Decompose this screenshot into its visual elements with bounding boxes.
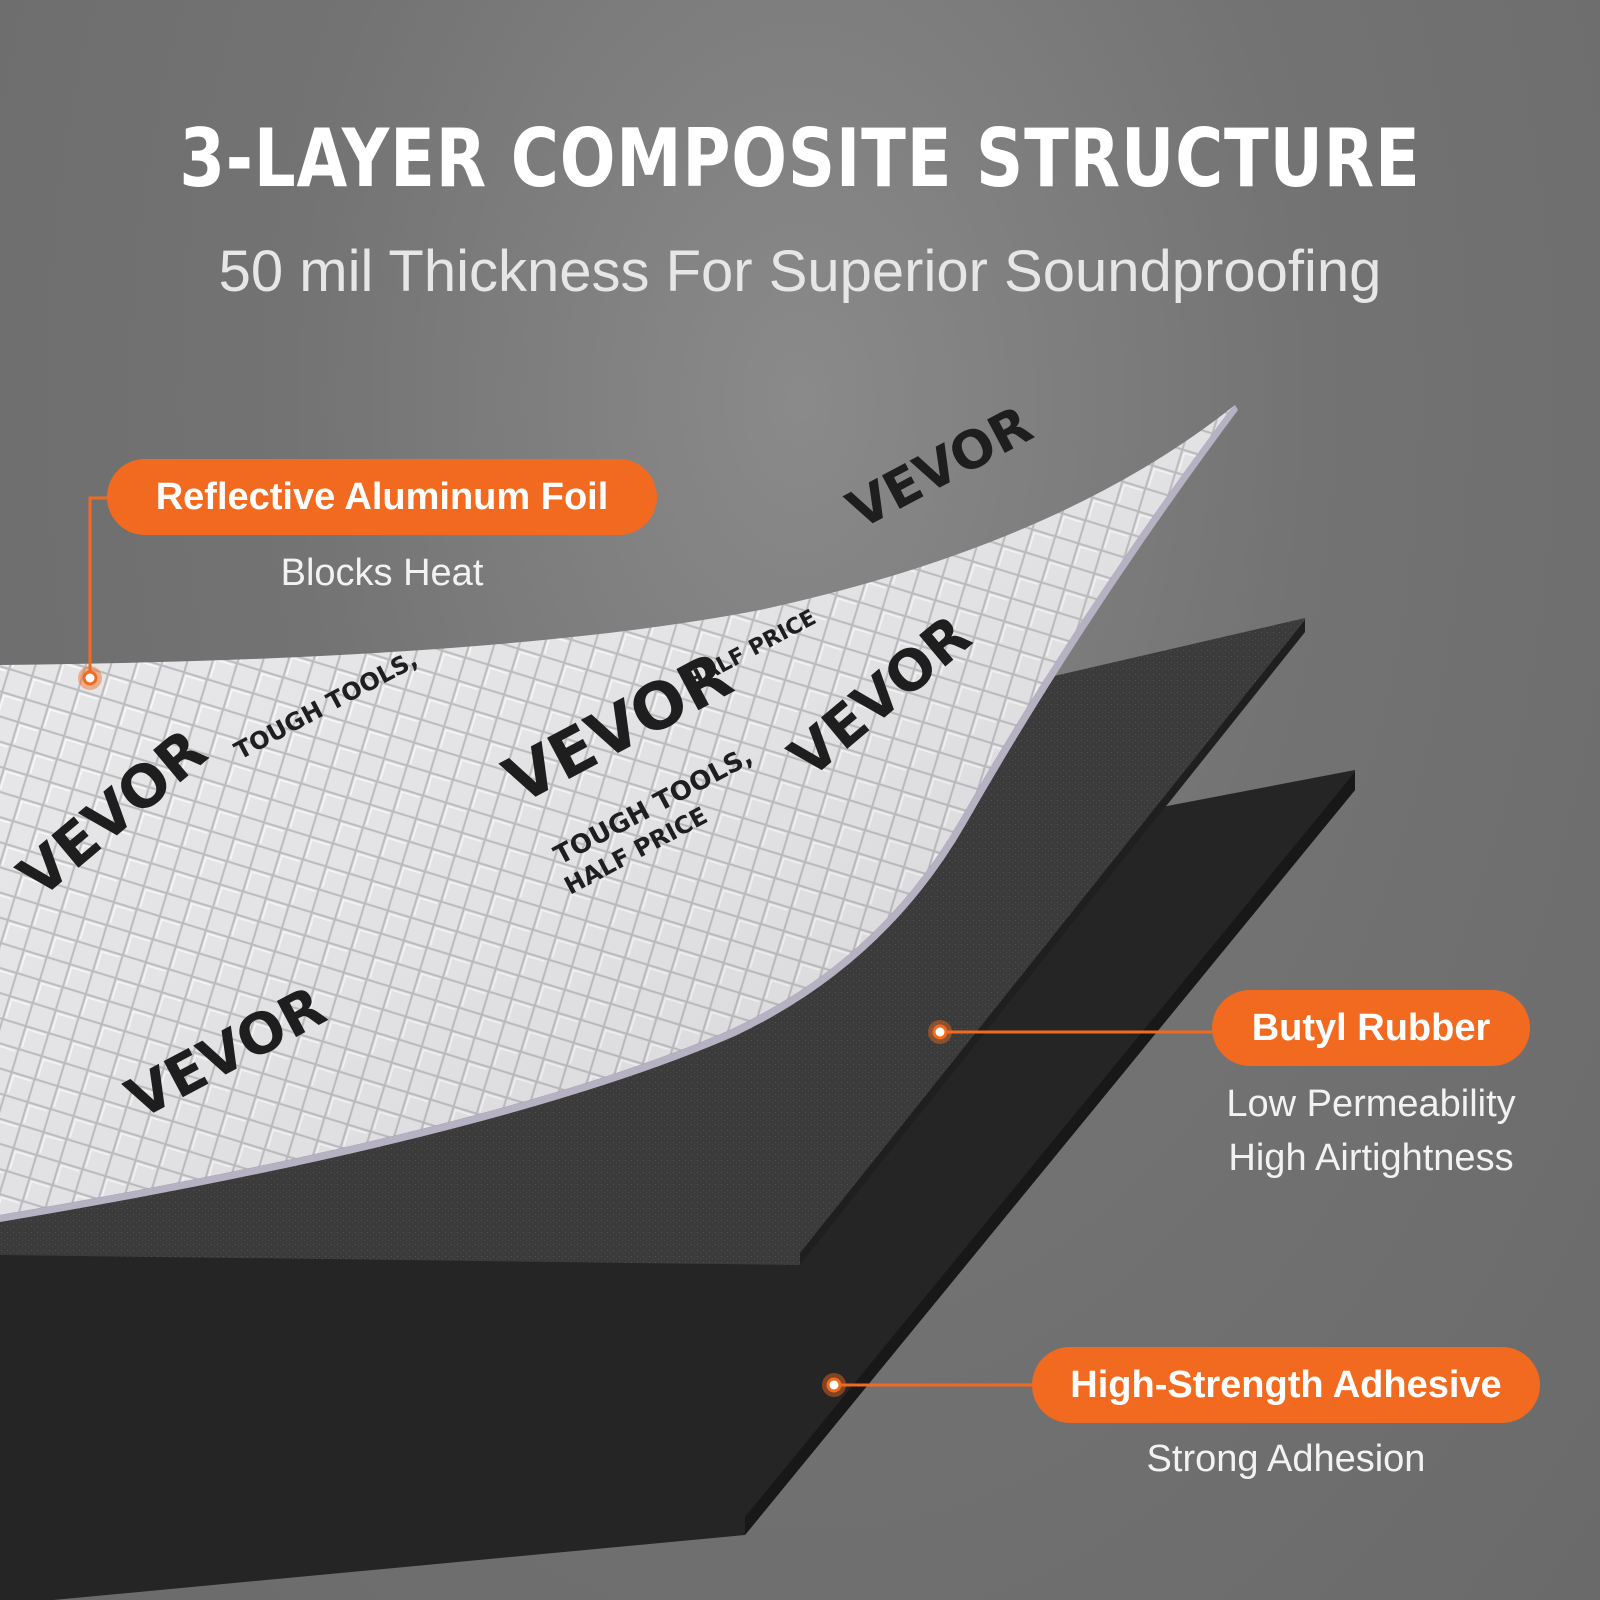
foil-description: Blocks Heat [280,552,484,594]
adhesive-label-badge: High-Strength Adhesive [1032,1347,1540,1423]
butyl-description-1: Low Permeability [1226,1083,1516,1125]
page-title: 3-LAYER COMPOSITE STRUCTURE [179,112,1421,205]
leader-dots [78,666,952,1397]
brand-print-text: VEVOR [838,395,1042,542]
butyl-label-badge: Butyl Rubber [1212,990,1530,1066]
page-subtitle: 50 mil Thickness For Superior Soundproof… [218,239,1382,304]
aluminum-foil-layer: VEVOR TOUGH TOOLS, HALF PRICE VEVOR VEVO… [0,395,1238,1222]
butyl-description-2: High Airtightness [1228,1137,1514,1179]
foil-label-badge: Reflective Aluminum Foil [107,459,657,535]
adhesive-description: Strong Adhesion [1146,1438,1426,1480]
